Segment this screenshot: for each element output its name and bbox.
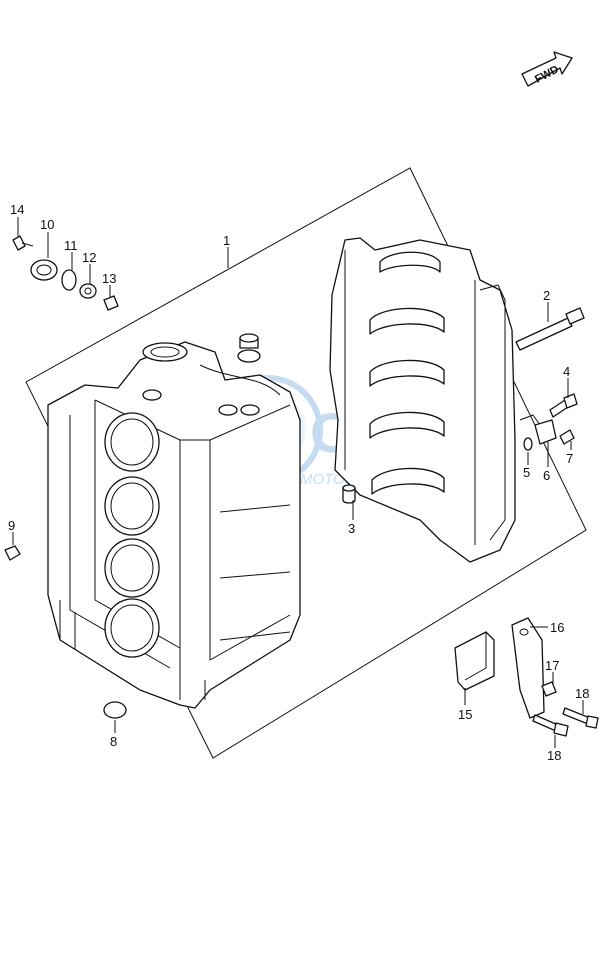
part-12-nut — [79, 283, 97, 299]
cylinder-block — [47, 341, 301, 709]
fwd-arrow-icon: FWD — [521, 51, 573, 87]
callout-2: 2 — [543, 288, 550, 303]
callout-3: 3 — [348, 521, 355, 536]
callout-6: 6 — [543, 468, 550, 483]
callout-10: 10 — [40, 217, 54, 232]
part-10-cap — [30, 259, 58, 281]
part-15-bracket — [454, 631, 495, 691]
callout-18-lower: 18 — [547, 748, 561, 763]
callout-8: 8 — [110, 734, 117, 749]
callout-16: 16 — [550, 620, 564, 635]
part-3-dowel-pin — [342, 484, 356, 504]
crankcase-half — [329, 237, 516, 563]
callout-11: 11 — [64, 238, 78, 253]
cylinder-bores — [104, 412, 160, 658]
main-bearing-journals — [369, 251, 445, 495]
callout-17: 17 — [545, 658, 559, 673]
part-18-bolt-lower — [532, 714, 569, 737]
callout-15: 15 — [458, 707, 472, 722]
block-plug — [237, 333, 261, 363]
callout-9: 9 — [8, 518, 15, 533]
part-2-bolt — [515, 307, 585, 351]
callout-5: 5 — [523, 465, 530, 480]
part-18-bolt-upper — [562, 707, 599, 729]
callout-14: 14 — [10, 202, 24, 217]
callout-13: 13 — [102, 271, 116, 286]
part-17-bolt — [541, 681, 557, 697]
part-11-o-ring — [61, 269, 77, 291]
part-8-o-ring — [103, 701, 127, 719]
callout-18-upper: 18 — [575, 686, 589, 701]
callout-1: 1 — [223, 233, 230, 248]
part-4-bolt — [549, 393, 578, 418]
callout-4: 4 — [563, 364, 570, 379]
part-13-bolt — [103, 295, 119, 311]
callout-labels: 1 2 3 4 5 6 7 8 9 10 11 12 13 14 15 16 1… — [8, 202, 589, 763]
part-16-plate — [511, 617, 545, 719]
part-6-fitting — [519, 414, 557, 445]
part-14-bolt — [12, 235, 34, 251]
leader-lines — [12, 217, 584, 748]
part-9-plug — [4, 545, 21, 561]
part-5-o-ring — [523, 437, 533, 451]
callout-7: 7 — [566, 451, 573, 466]
callout-12: 12 — [82, 250, 96, 265]
part-7-bolt — [559, 429, 575, 445]
